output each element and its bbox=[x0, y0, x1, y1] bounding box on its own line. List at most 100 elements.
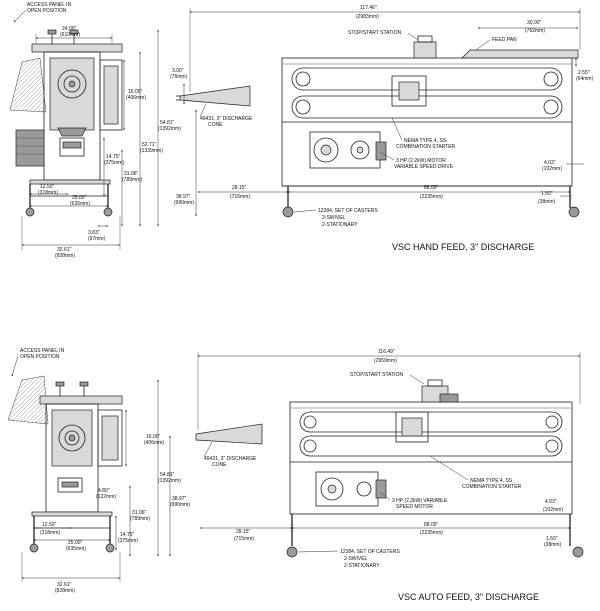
hand-feed-end-view bbox=[9, 29, 123, 217]
discharge-cone-label-1: 49431, 3" DISCHARGE bbox=[200, 116, 253, 122]
dim-3897-mm: (990mm) bbox=[170, 502, 190, 508]
dim-8800-mm: (2235mm) bbox=[420, 530, 443, 536]
knob-icon bbox=[47, 29, 79, 44]
dim-383-mm: (97mm) bbox=[88, 236, 106, 242]
control-box bbox=[391, 75, 427, 107]
auto-feed-title: VSC AUTO FEED, 3" DISCHARGE bbox=[398, 592, 539, 602]
caster-icon bbox=[103, 207, 113, 217]
auto-feed-front-view bbox=[195, 379, 584, 558]
dim-3000-mm: (762mm) bbox=[525, 28, 545, 34]
feed-table-top bbox=[31, 43, 123, 53]
dim-1600-mm: (406mm) bbox=[144, 440, 164, 446]
dim-3897: 38.97" bbox=[176, 194, 191, 200]
dim-300-mm: (76mm) bbox=[170, 74, 188, 80]
dim-2500-mm: (635mm) bbox=[66, 546, 86, 552]
dim-8800: 88.00" bbox=[424, 185, 439, 191]
caster-icon bbox=[572, 546, 584, 558]
stop-start-label: STOP/START STATION bbox=[350, 372, 403, 378]
dim-1475-mm: (375mm) bbox=[118, 538, 138, 544]
dim-150: 1.50" bbox=[546, 536, 558, 542]
dim-8800: 88.00" bbox=[424, 522, 439, 528]
dim-2815: 28.15" bbox=[232, 185, 247, 191]
stop-start-label: STOP/START STATION bbox=[348, 30, 401, 36]
dim-2500: 25.00" bbox=[72, 195, 87, 201]
motor-block bbox=[15, 129, 45, 167]
dim-1475: 14.75" bbox=[106, 154, 121, 160]
dim-11649: 116.49" bbox=[378, 349, 395, 355]
dim-1475: 14.75" bbox=[120, 532, 135, 538]
dim-8800-mm: (2235mm) bbox=[420, 194, 443, 200]
caster-icon bbox=[29, 543, 39, 553]
access-panel-open bbox=[9, 57, 47, 113]
dim-24: 24.00" bbox=[62, 26, 77, 32]
dim-1250: 12.50" bbox=[42, 522, 57, 528]
dim-383: 3.83" bbox=[88, 230, 100, 236]
dim-150: 1.50" bbox=[541, 191, 553, 197]
filter-housing bbox=[49, 57, 95, 131]
casters-label-2: 2-SWIVEL bbox=[344, 556, 368, 562]
dim-255: 2.55" bbox=[578, 70, 590, 76]
dim-5271: 52.71" bbox=[142, 142, 157, 148]
dim-480-mm: (122mm) bbox=[96, 494, 116, 500]
discharge-cone-label-2: CONE bbox=[212, 462, 227, 468]
dim-403-mm: (102mm) bbox=[542, 166, 562, 172]
dim-11746-mm: (2983mm) bbox=[356, 14, 379, 20]
dim-11649-mm: (2959mm) bbox=[374, 358, 397, 364]
caster-icon bbox=[568, 206, 580, 218]
dim-3261-mm: (828mm) bbox=[55, 253, 75, 259]
dim-3897: 38.97" bbox=[172, 496, 187, 502]
casters-label-2: 2-SWIVEL bbox=[322, 215, 346, 221]
feed-pan-label: FEED PAN bbox=[492, 37, 517, 43]
dim-2500-mm: (635mm) bbox=[70, 201, 90, 207]
nema-label-1: NEMA TYPE 4, SS bbox=[404, 138, 447, 144]
casters-label-1: 12384, SET OF CASTERS bbox=[340, 549, 400, 555]
dim-3106: 31.06" bbox=[132, 510, 147, 516]
access-panel-open bbox=[7, 375, 49, 425]
dim-3897-mm: (990mm) bbox=[174, 200, 194, 206]
discharge-cone-label-1: 49431, 3" DISCHARGE bbox=[204, 456, 257, 462]
dim-150-mm: (38mm) bbox=[538, 199, 556, 205]
dim-16-mm: (406mm) bbox=[126, 95, 146, 101]
motor-label-1: 3 HP (2.2kW) MOTOR bbox=[396, 158, 446, 164]
knob-icon bbox=[55, 381, 89, 396]
access-panel-label-1: ACCESS PANEL IN bbox=[20, 348, 65, 354]
dim-1475-mm: (375mm) bbox=[104, 160, 124, 166]
dim-1250-mm: (318mm) bbox=[40, 530, 60, 536]
access-panel-label-2: OPEN POSITION bbox=[20, 354, 60, 360]
nema-label-2: COMBINATION STARTER bbox=[396, 144, 456, 150]
dim-255-mm: (64mm) bbox=[576, 76, 594, 82]
dim-5481-mm: (1392mm) bbox=[158, 478, 181, 484]
caster-icon bbox=[286, 546, 298, 558]
hand-feed-front-view bbox=[176, 35, 580, 218]
dim-3261: 32.61" bbox=[57, 582, 72, 588]
casters-label-3: 2-STATIONARY bbox=[344, 563, 380, 569]
discharge-cone bbox=[179, 85, 251, 107]
dim-11746: 117.46" bbox=[360, 5, 377, 11]
dim-16: 16.00" bbox=[128, 89, 143, 95]
access-panel-label-1: ACCESS PANEL IN bbox=[27, 2, 72, 8]
dim-2815-mm: (715mm) bbox=[230, 194, 250, 200]
dim-24-mm: (610mm) bbox=[60, 32, 80, 38]
dim-403-mm: (102mm) bbox=[543, 507, 563, 513]
nema-label-2: COMBINATION STARTER bbox=[462, 484, 522, 490]
discharge-cone-label-2: CONE bbox=[208, 122, 223, 128]
caster-icon bbox=[282, 206, 294, 218]
motor-label-2: SPEED MOTOR bbox=[396, 504, 433, 510]
dim-1250-mm: (318mm) bbox=[38, 190, 58, 196]
access-panel-label-2: OPEN POSITION bbox=[27, 8, 67, 14]
control-box bbox=[395, 411, 429, 443]
feed-pan bbox=[461, 49, 579, 59]
discharge-cone bbox=[195, 423, 263, 445]
dim-3000: 30.00" bbox=[527, 20, 542, 26]
motor-label-1: 3 HP (2.2kW) VARIABLE bbox=[392, 498, 448, 504]
dim-3106: 31.06" bbox=[124, 171, 139, 177]
dim-2815-mm: (715mm) bbox=[234, 536, 254, 542]
dim-3261: 32.61" bbox=[57, 247, 72, 253]
dim-1250: 12.50" bbox=[40, 184, 55, 190]
nema-label-1: NEMA TYPE 4, SS bbox=[470, 478, 513, 484]
dim-5481: 54.81" bbox=[160, 120, 175, 126]
dim-5481-mm: (1392mm) bbox=[158, 126, 181, 132]
dim-403: 4.03" bbox=[544, 160, 556, 166]
casters-label-1: 12384, SET OF CASTERS bbox=[318, 208, 378, 214]
